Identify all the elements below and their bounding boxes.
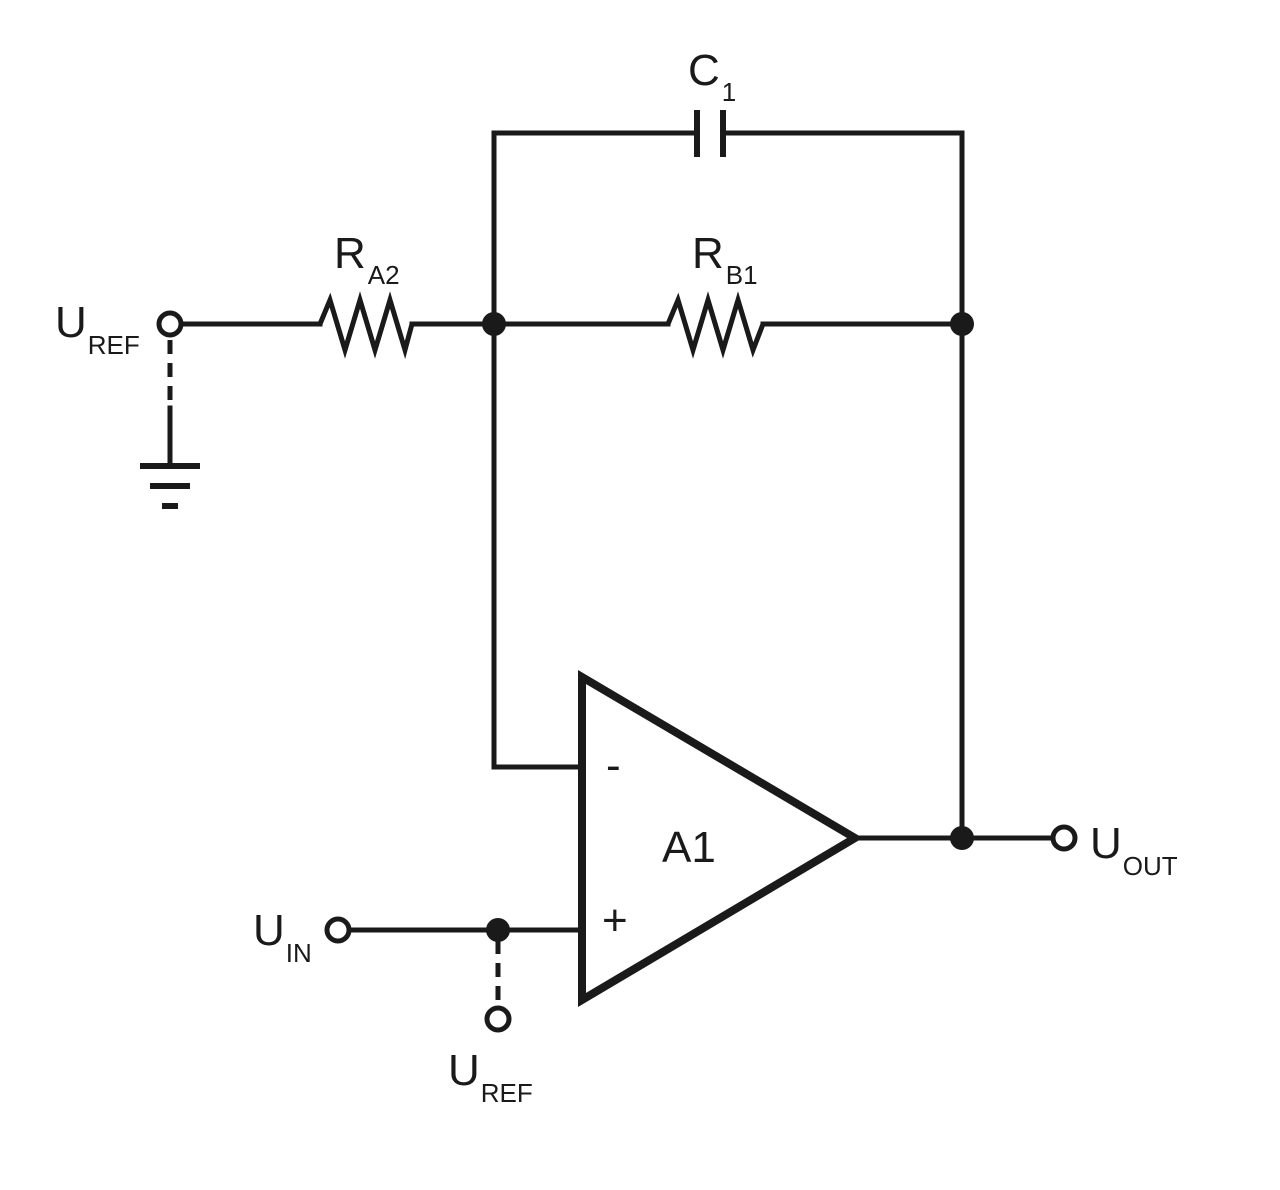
capacitor-label: C1 bbox=[688, 46, 736, 107]
junction-node-left bbox=[482, 312, 506, 336]
junction-node-input bbox=[486, 918, 510, 942]
inverting-input-wire bbox=[491, 321, 583, 770]
resistor-rb1-zigzag bbox=[665, 291, 766, 359]
inverting-input-sign: - bbox=[606, 741, 621, 790]
noninverting-input-sign: + bbox=[602, 896, 628, 945]
resistor-ra2-label: RA2 bbox=[334, 229, 400, 290]
terminal-uref-bottom bbox=[484, 1005, 512, 1033]
junction-node-right bbox=[950, 312, 974, 336]
resistor-rb1: RB1 bbox=[491, 229, 965, 359]
opamp-name-label: A1 bbox=[662, 823, 716, 872]
terminal-uin bbox=[324, 916, 352, 944]
uref-bottom-label: UREF bbox=[448, 1046, 533, 1108]
uin-label: UIN bbox=[253, 906, 312, 968]
opamp-triangle bbox=[578, 669, 863, 1008]
terminal-uout bbox=[1050, 824, 1078, 852]
resistor-rb1-label: RB1 bbox=[692, 229, 758, 290]
resistor-ra2: RA2 bbox=[179, 229, 497, 360]
uref-left-label: UREF bbox=[55, 298, 140, 360]
capacitor-wire-right bbox=[720, 130, 965, 326]
capacitor-c1: C1 bbox=[491, 46, 965, 326]
ground-icon bbox=[140, 463, 200, 509]
terminal-uref-left bbox=[156, 310, 184, 338]
uout-label: UOUT bbox=[1090, 819, 1178, 881]
junction-node-output bbox=[950, 826, 974, 850]
opamp-a1: - + A1 bbox=[578, 669, 863, 1008]
capacitor-wire bbox=[491, 130, 700, 326]
resistor-ra2-zigzag bbox=[317, 291, 415, 360]
